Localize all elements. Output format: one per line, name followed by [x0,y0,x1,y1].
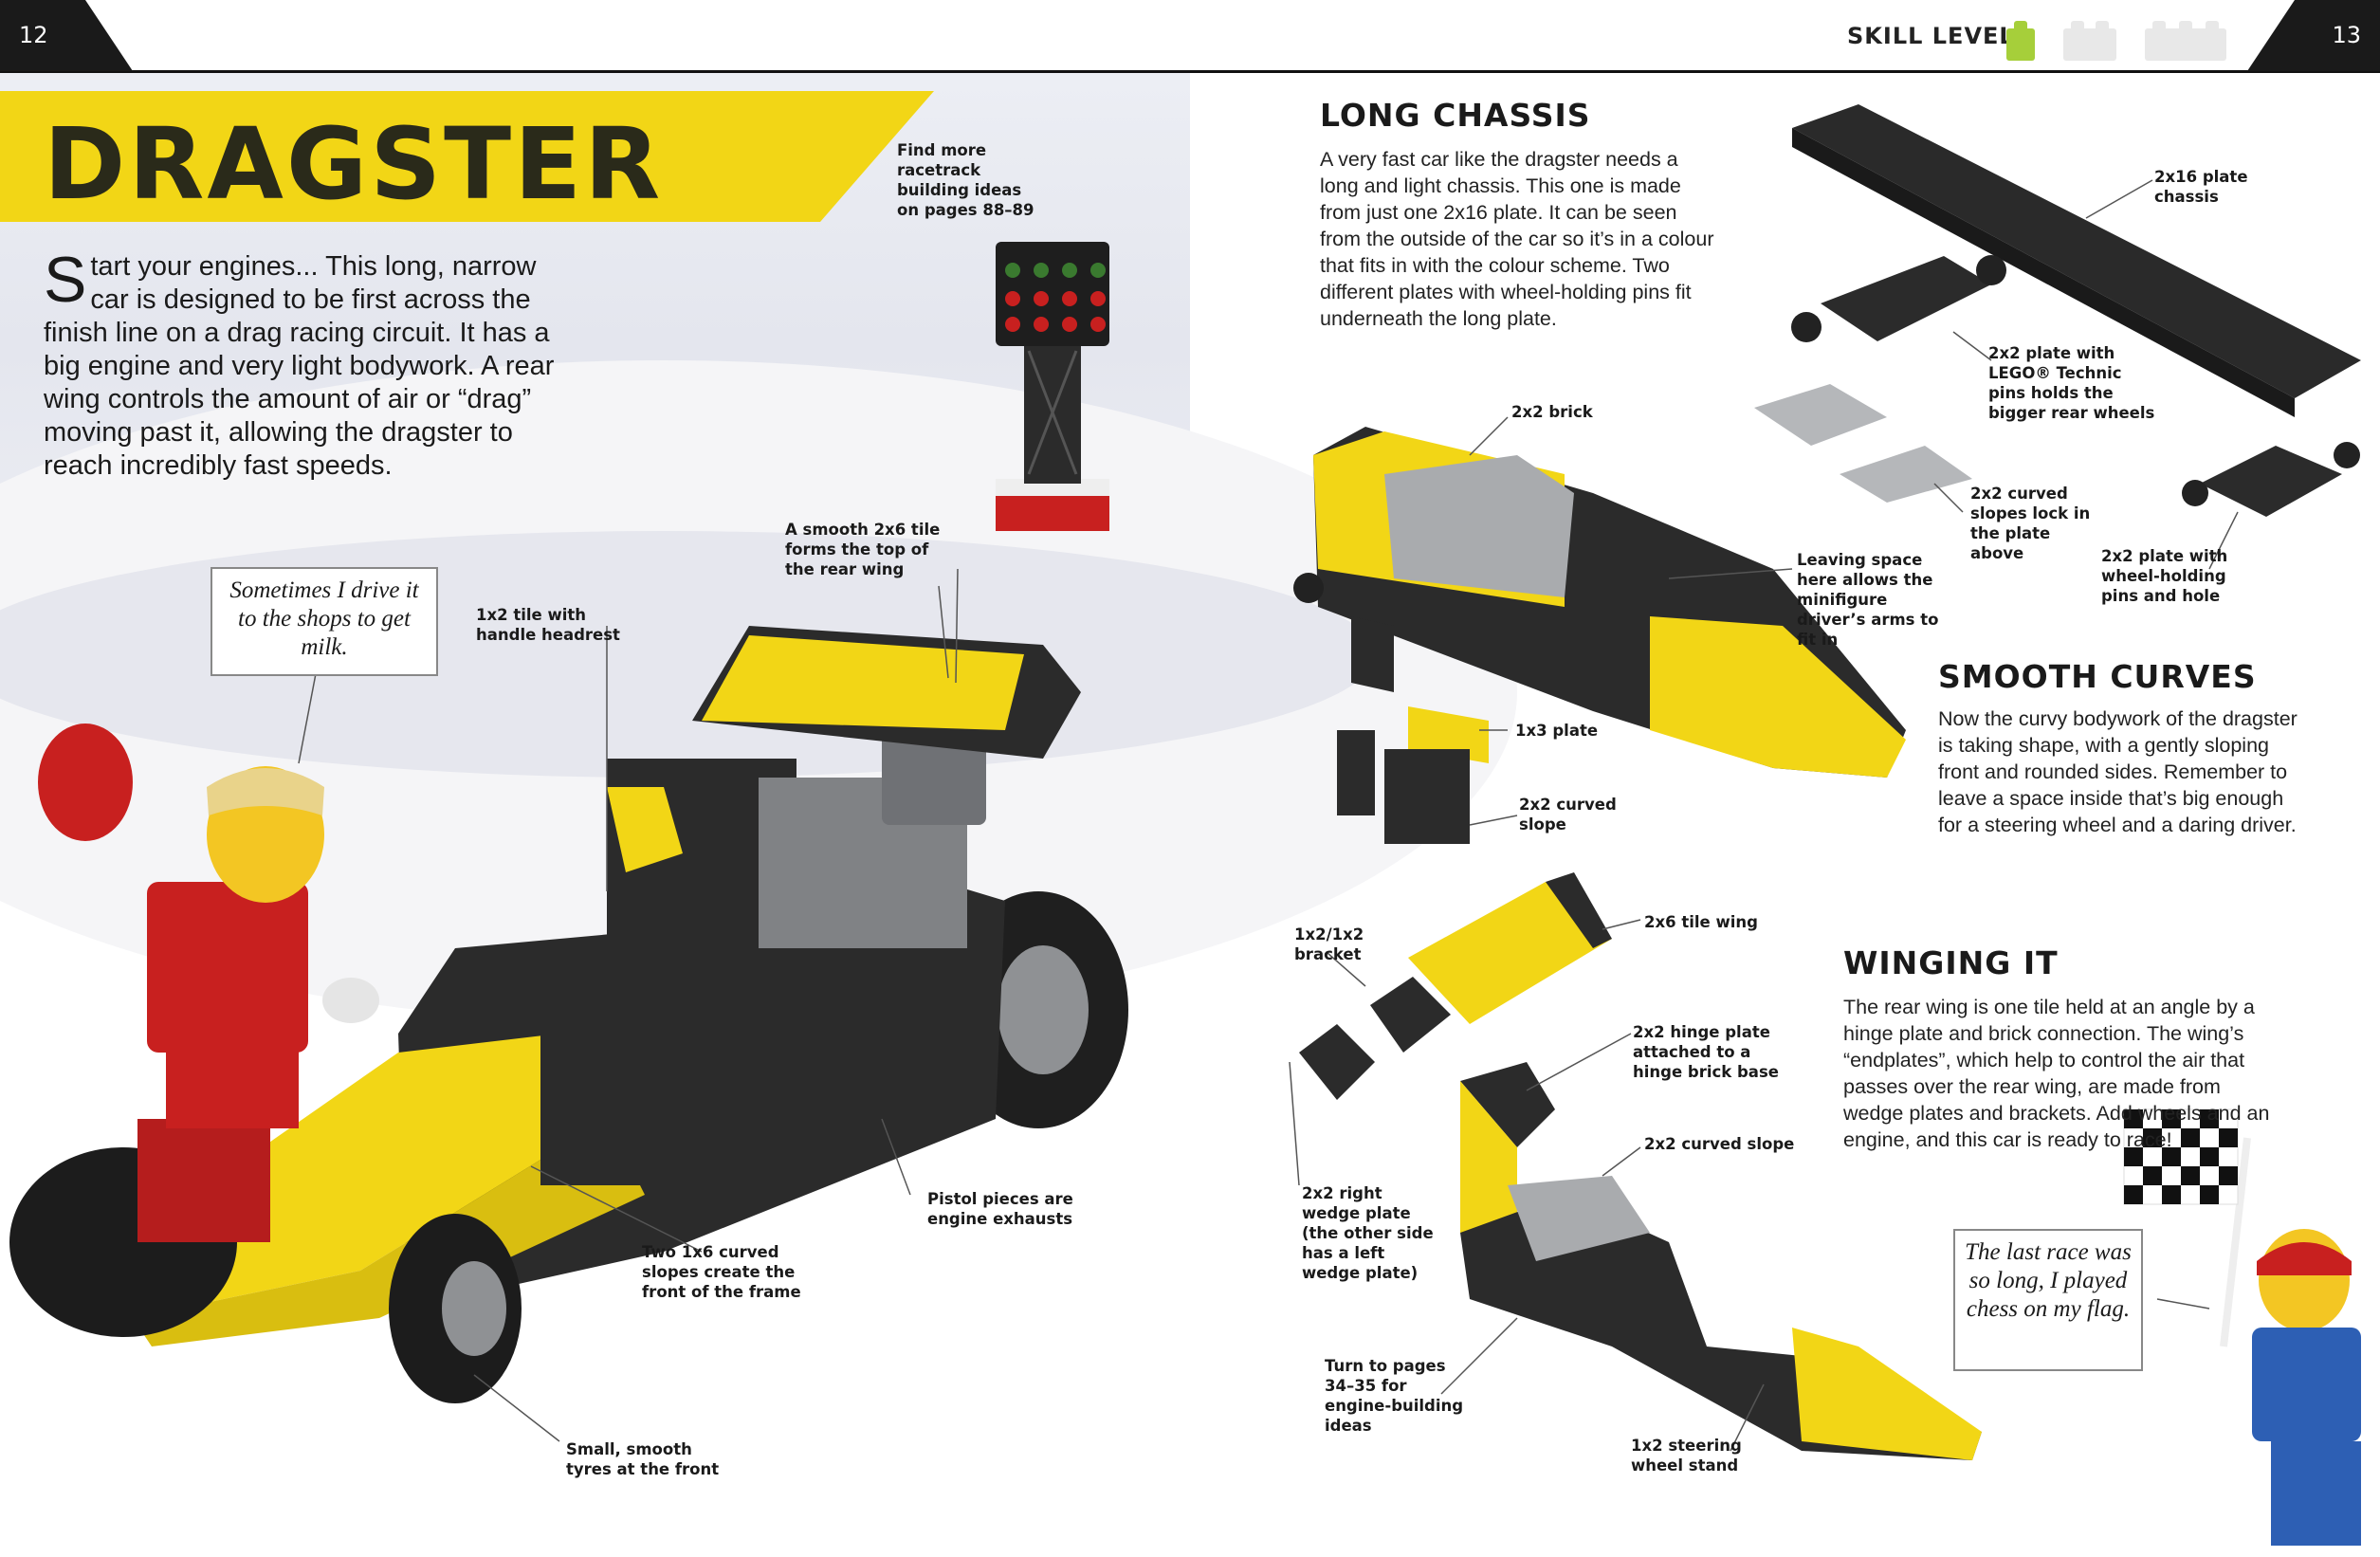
speech-bubble-driver: Sometimes I drive it to the shops to get… [211,567,438,676]
callout-engine-pages: Turn to pages 34–35 for engine-building … [1325,1357,1464,1435]
callout-tyres: Small, smooth tyres at the front [566,1440,720,1478]
callout-bracket: 1x2/1x2 bracket [1294,925,1364,963]
leader-lines [298,179,2239,1452]
chassis-plate-2x16 [1792,104,2361,417]
loose-parts-stage-1 [1337,616,1489,844]
callout-steering: 1x2 steering wheel stand [1631,1437,1742,1475]
checkered-flag [2123,1108,2251,1347]
callout-tile-2x6: A smooth 2x6 tile forms the top of the r… [785,521,941,578]
callout-exhausts: Pistol pieces are engine exhausts [927,1190,1073,1228]
title-band [0,91,934,222]
callout-wedge-plate: 2x2 right wedge plate (the other side ha… [1302,1184,1434,1282]
heading-smooth-curves: SMOOTH CURVES [1938,658,2257,695]
speech-bubble-flag: The last race was so long, I played ches… [1953,1229,2143,1371]
intro-text: tart your engines... This long, narrow c… [44,251,555,481]
callout-curved-slopes-lock: 2x2 curved slopes lock in the plate abov… [1970,485,2091,562]
technic-pin-plate [1791,255,2006,342]
callout-plate-2x16: 2x16 plate chassis [2154,168,2248,206]
dragster-build-stage-2 [1460,1062,1982,1460]
rear-wing-tile [1408,872,1612,1024]
heading-winging-it: WINGING IT [1843,944,2059,981]
callout-driver-space: Leaving space here allows the minifigure… [1797,551,1939,649]
intro-dropcap: S [44,244,87,316]
drag-lights-model [996,242,1109,531]
callout-curved-slope: 2x2 curved slope [1519,796,1617,833]
text-winging-it: The rear wing is one tile held at an ang… [1843,996,2270,1151]
callout-technic-plate: 2x2 plate with LEGO® Technic pins holds … [1988,344,2155,422]
page-title: DRAGSTER [44,106,664,222]
skill-brick-2 [2063,21,2116,61]
callout-tile-wing: 2x6 tile wing [1644,913,1758,931]
text-long-chassis: A very fast car like the dragster needs … [1320,148,1714,330]
callout-headrest: 1x2 tile with handle headrest [476,606,620,644]
callout-plate-1x3: 1x3 plate [1515,722,1599,740]
heading-long-chassis: LONG CHASSIS [1320,97,1591,134]
skill-brick-3 [2145,21,2226,61]
curved-slopes-grey [1754,384,1972,503]
callout-curved-slopes: Two 1x6 curved slopes create the front o… [642,1243,801,1301]
brackets [1299,977,1451,1100]
skill-brick-1 [2006,21,2035,61]
header-rule [0,70,2380,73]
callout-curved-slope-2: 2x2 curved slope [1644,1135,1795,1153]
flag-minifigure [2252,1229,2361,1546]
skill-level-label: SKILL LEVEL [1847,23,2015,49]
callout-wheel-plate: 2x2 plate with wheel-holding pins and ho… [2101,547,2228,605]
callout-hinge-plate: 2x2 hinge plate attached to a hinge bric… [1633,1023,1779,1081]
callout-brick-2x2: 2x2 brick [1511,403,1593,421]
dragster-build-stage-1 [1293,427,1906,778]
text-smooth-curves: Now the curvy bodywork of the dragster i… [1938,707,2298,836]
wheel-holding-plate [2182,442,2360,517]
driver-minifigure [38,724,379,1242]
callout-racetrack: Find more racetrack building ideas on pa… [897,141,1034,219]
